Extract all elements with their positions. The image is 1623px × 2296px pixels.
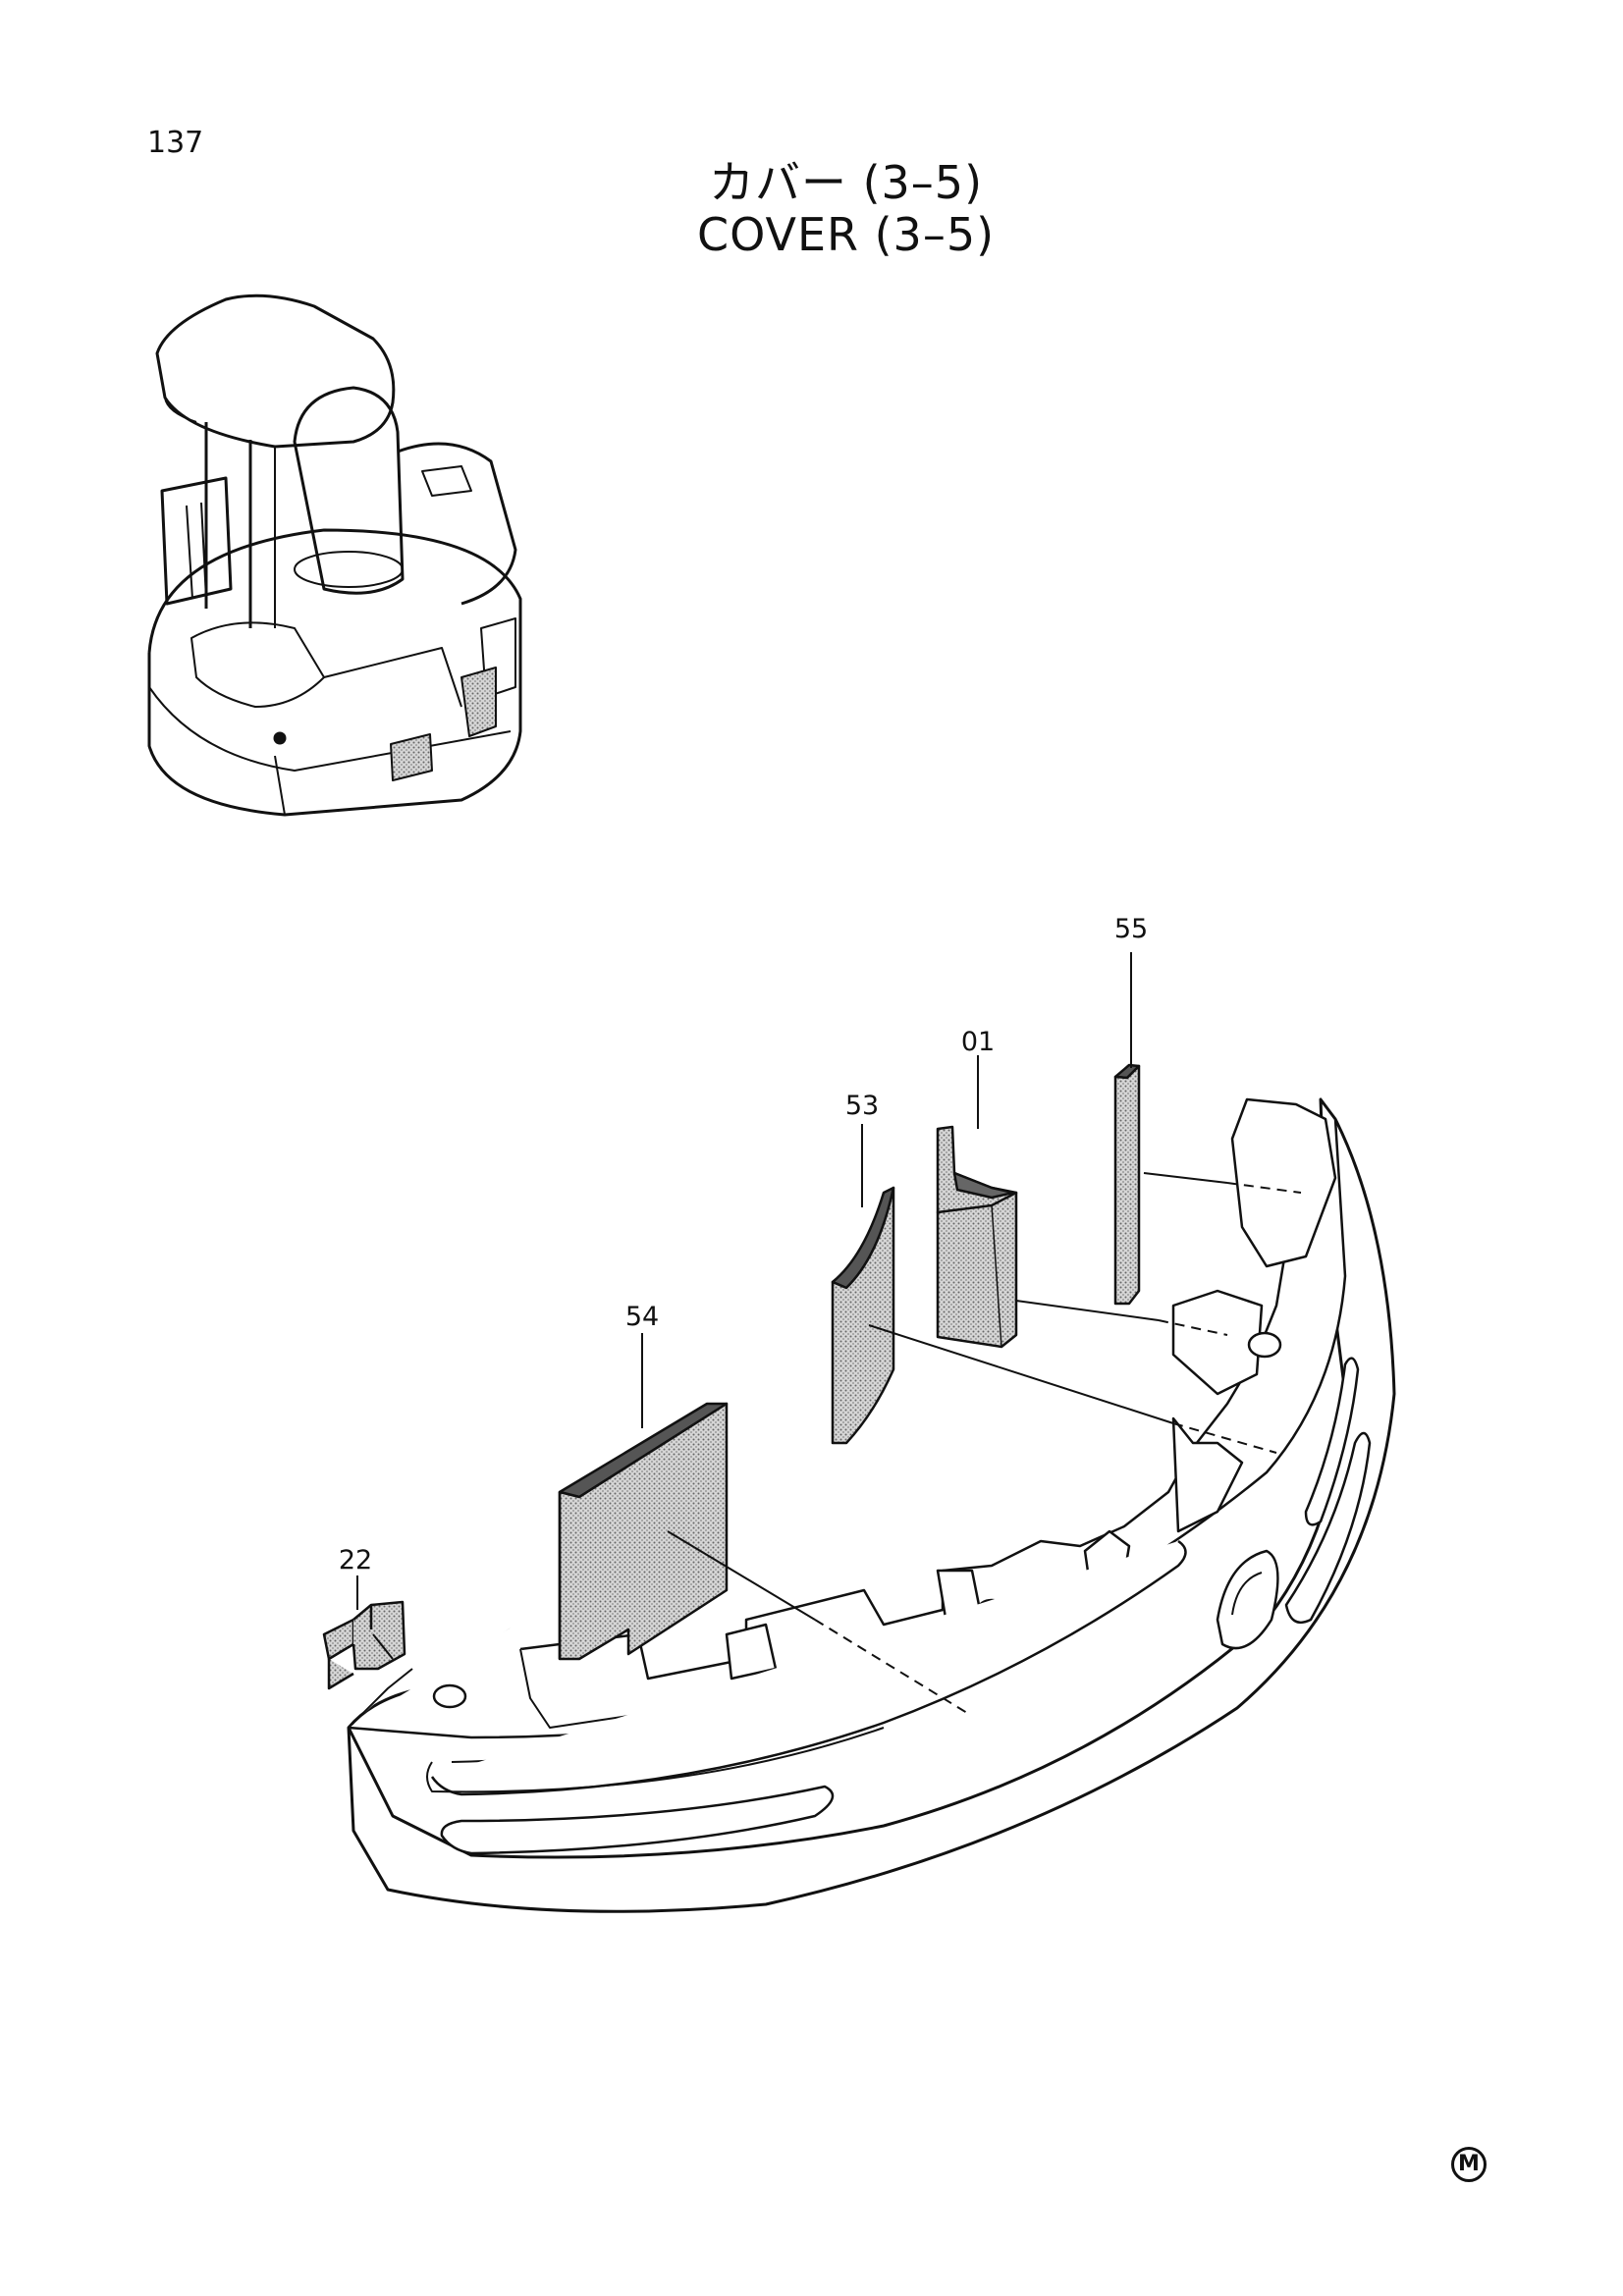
title-japanese: カバー (3–5): [708, 156, 984, 209]
machine-overview-illustration: [147, 294, 522, 817]
part-55-bar: [1113, 1063, 1141, 1306]
callout-54: 54: [625, 1302, 659, 1332]
assembly-lines: [372, 1172, 1302, 1714]
part-54-plate: [558, 1402, 729, 1661]
callout-22: 22: [339, 1545, 372, 1575]
callout-labels: 55 01 53 54 22: [339, 914, 1148, 1575]
title-english: COVER (3–5): [696, 208, 996, 261]
registered-mark-icon: M: [1451, 2147, 1487, 2182]
callout-53: 53: [845, 1091, 879, 1121]
callout-leaders: [356, 952, 1132, 1610]
part-22-bracket: [322, 1600, 406, 1690]
callout-55: 55: [1114, 914, 1148, 944]
part-01-plate: [936, 1125, 1018, 1349]
counterweight-assembly: [347, 1097, 1396, 1913]
page-number: 137: [147, 126, 204, 160]
callout-01: 01: [961, 1027, 995, 1057]
part-53-curved-plate: [831, 1186, 895, 1445]
